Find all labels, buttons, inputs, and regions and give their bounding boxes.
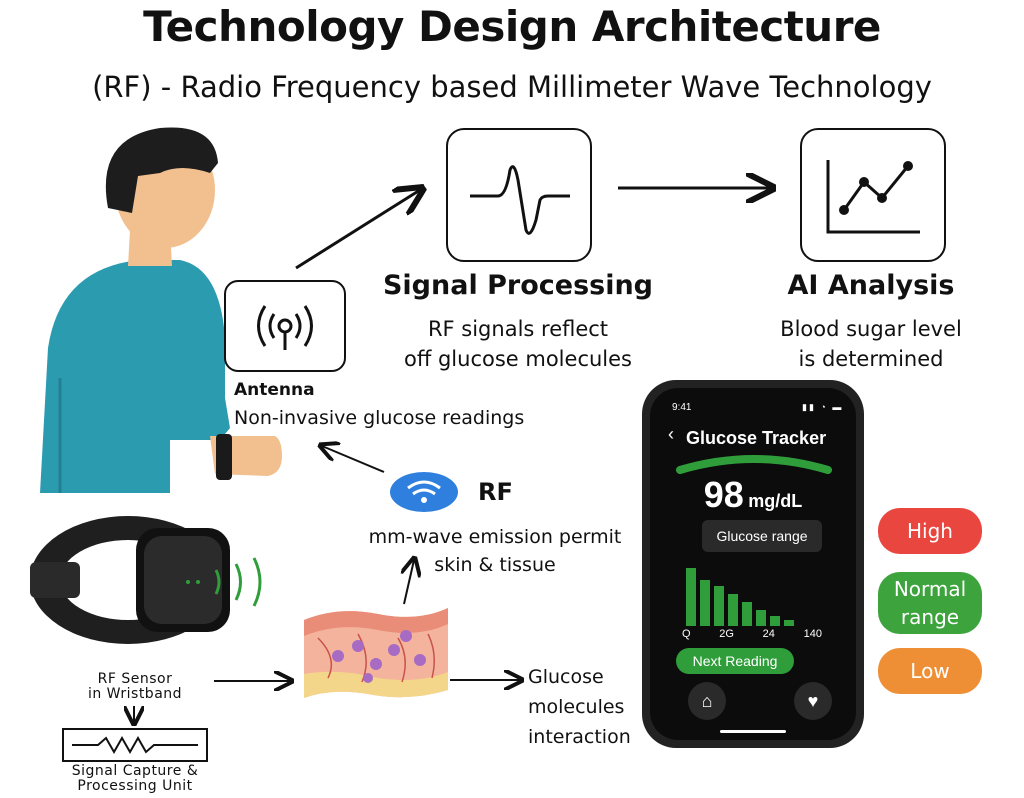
phone-mockup: 9:41 ▮▮ ◔ ▬ ‹ Glucose Tracker 98 mg/dL G… bbox=[642, 380, 864, 748]
glucose-value: 98 bbox=[703, 474, 744, 515]
high-level-pill: High bbox=[878, 508, 982, 554]
x-label: 140 bbox=[803, 628, 822, 640]
glucose-reading: 98 mg/dL bbox=[650, 474, 856, 516]
signal-processing-line1: RF signals reflect bbox=[427, 317, 609, 341]
home-icon[interactable]: ⌂ bbox=[688, 682, 726, 720]
ai-analysis-line1: Blood sugar level bbox=[780, 317, 962, 341]
signal-processing-line2: off glucose molecules bbox=[403, 347, 632, 371]
page-subtitle: (RF) - Radio Frequency based Millimeter … bbox=[92, 70, 932, 104]
glucose-note-line3: interaction bbox=[528, 726, 631, 748]
capture-label: Signal Capture & Processing Unit bbox=[40, 764, 230, 794]
next-reading-button[interactable]: Next Reading bbox=[676, 648, 794, 674]
normal-pill-line2: range bbox=[900, 605, 960, 629]
line-chart-icon bbox=[826, 160, 920, 234]
x-label: 24 bbox=[762, 628, 775, 640]
skin-tissue-illustration bbox=[304, 608, 448, 698]
ai-analysis-line2: is determined bbox=[798, 347, 944, 371]
status-icons: ▮▮ ◔ ▬ bbox=[802, 402, 844, 412]
phone-screen: 9:41 ▮▮ ◔ ▬ ‹ Glucose Tracker 98 mg/dL G… bbox=[650, 388, 856, 740]
antenna-desc: Non-invasive glucose readings bbox=[234, 407, 525, 429]
antenna-to-signal-arrow bbox=[295, 190, 420, 270]
antenna-title: Antenna bbox=[234, 380, 315, 400]
rf-desc-line1: mm-wave emission permit bbox=[368, 526, 622, 548]
rf-title: RF bbox=[478, 478, 513, 506]
glucose-interaction-note: Glucose molecules interaction bbox=[528, 662, 631, 752]
zigzag-icon bbox=[72, 735, 198, 755]
heart-icon[interactable]: ♥ bbox=[794, 682, 832, 720]
home-indicator bbox=[720, 730, 786, 733]
wifi-icon bbox=[390, 472, 458, 512]
glucose-note-line2: molecules bbox=[528, 696, 625, 718]
antenna-box bbox=[224, 280, 346, 372]
glucose-unit: mg/dL bbox=[748, 491, 803, 511]
glucose-range-button[interactable]: Glucose range bbox=[702, 520, 822, 552]
rf-desc-line2: skin & tissue bbox=[434, 554, 556, 576]
signal-capture-box bbox=[62, 728, 208, 762]
normal-range-pill: Normal range bbox=[878, 572, 982, 634]
capture-label-line2: Processing Unit bbox=[77, 778, 193, 794]
capture-label-line1: Signal Capture & bbox=[71, 763, 199, 779]
rf-to-antenna-arrow bbox=[322, 446, 385, 473]
glucose-bar-chart bbox=[686, 568, 794, 626]
glucose-note-line1: Glucose bbox=[528, 666, 604, 688]
sensor-label-line2: in Wristband bbox=[87, 686, 183, 702]
status-time: 9:41 bbox=[672, 402, 692, 413]
gauge-arc bbox=[676, 455, 832, 474]
ai-analysis-box bbox=[800, 128, 946, 262]
tissue-to-rf-arrow bbox=[404, 560, 414, 605]
normal-pill-line1: Normal bbox=[893, 577, 967, 601]
signal-processing-box bbox=[446, 128, 592, 262]
page-title: Technology Design Architecture bbox=[143, 2, 881, 51]
sensor-label-line1: RF Sensor bbox=[97, 671, 173, 687]
waveform-icon bbox=[470, 165, 570, 235]
chart-x-labels: Q 2G 24 140 bbox=[682, 628, 822, 640]
sensor-label: RF Sensor in Wristband bbox=[60, 672, 210, 702]
low-level-pill: Low bbox=[878, 648, 982, 694]
app-title: Glucose Tracker bbox=[686, 428, 827, 448]
back-icon[interactable]: ‹ bbox=[668, 424, 674, 444]
wristband-illustration bbox=[30, 516, 262, 644]
signal-processing-title: Signal Processing bbox=[382, 270, 654, 301]
ai-analysis-title: AI Analysis bbox=[787, 270, 955, 301]
x-label: 2G bbox=[719, 628, 734, 640]
person-illustration bbox=[40, 127, 282, 493]
antenna-icon bbox=[257, 305, 313, 350]
x-label: Q bbox=[682, 628, 691, 640]
